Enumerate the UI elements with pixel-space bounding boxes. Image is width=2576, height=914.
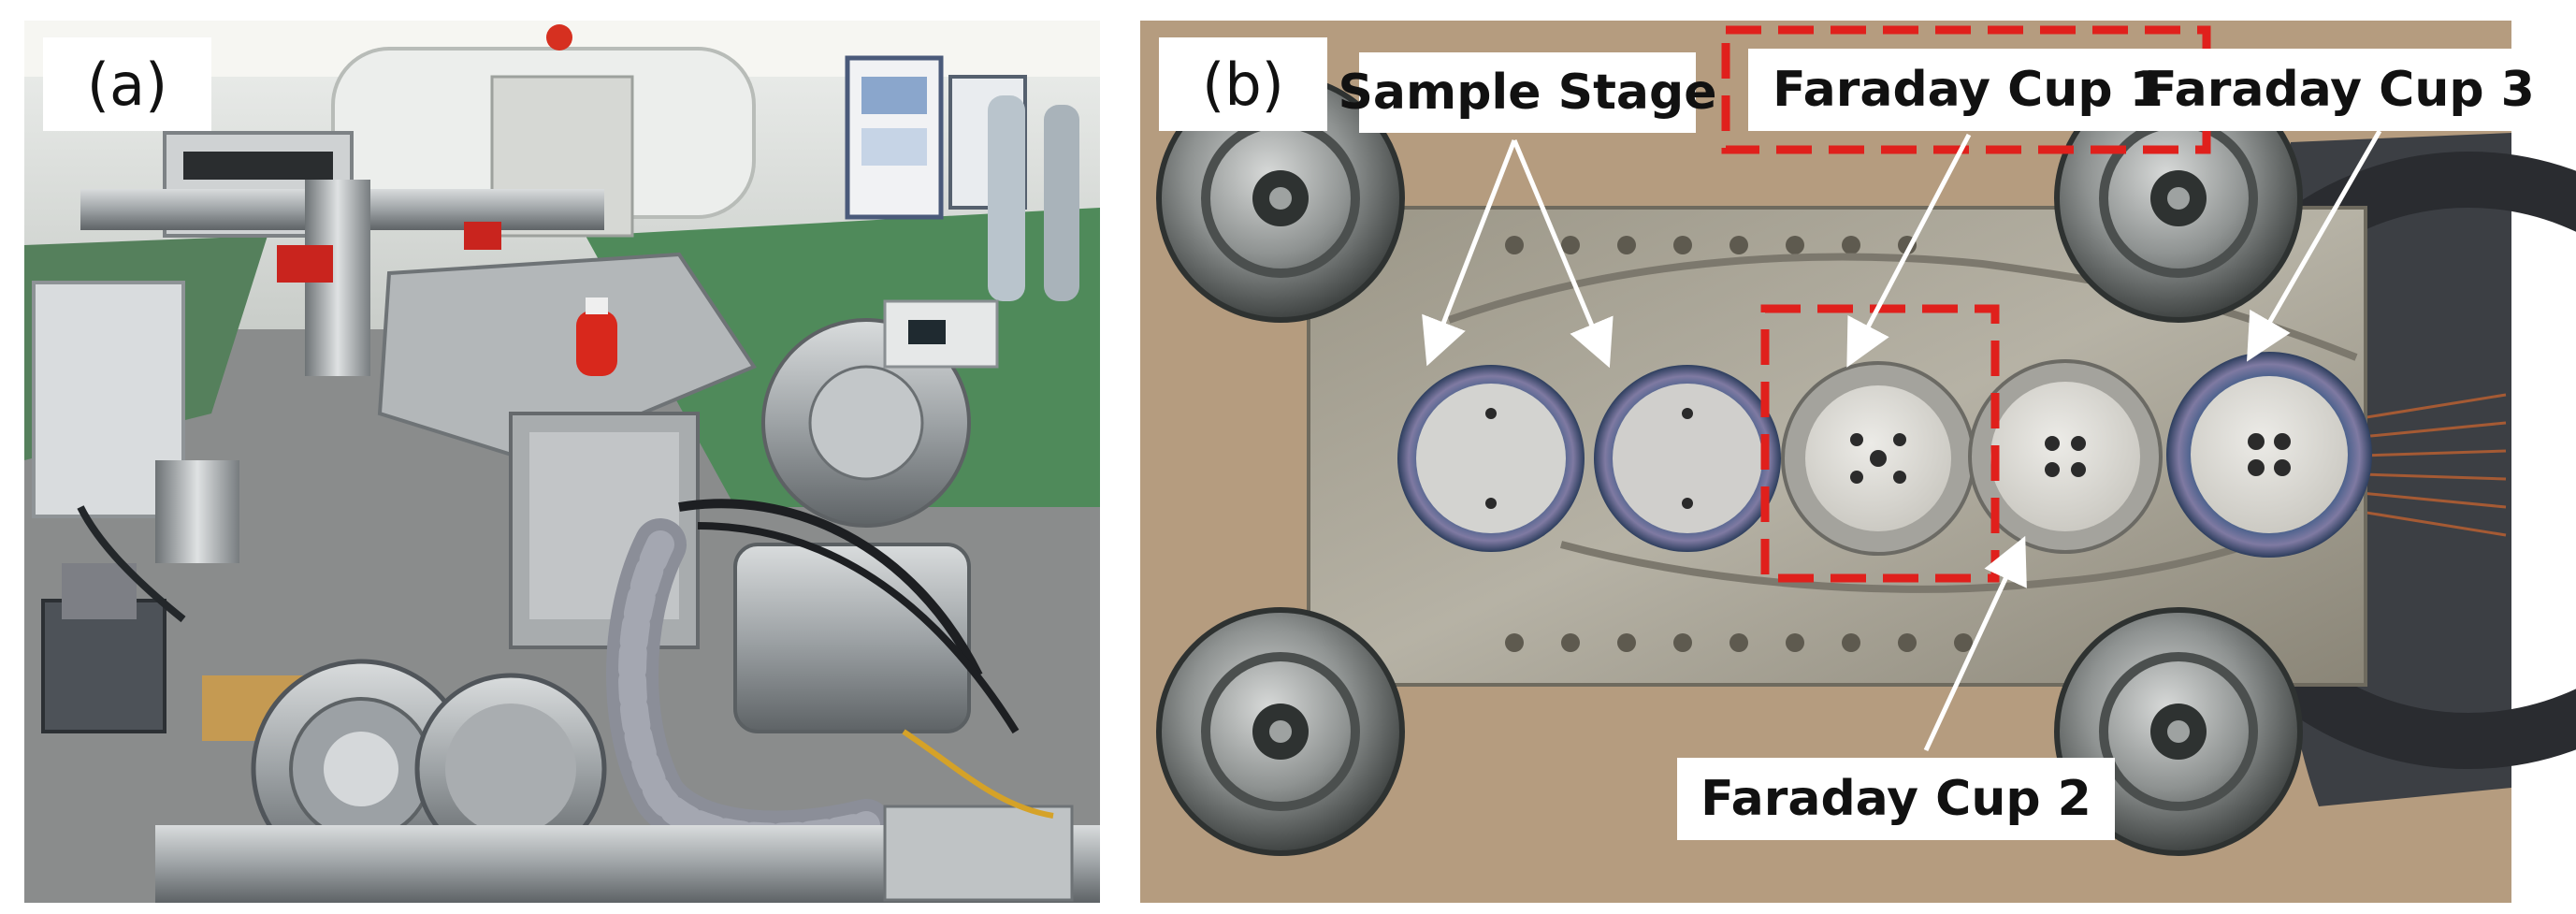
faraday-cup-2 <box>1968 359 2163 554</box>
arrow-faraday-cup-3 <box>2247 129 2382 362</box>
arrow-faraday-cup-1 <box>1846 133 1972 368</box>
sample-holder-photo <box>1140 21 2576 903</box>
sample-stage-1 <box>1397 365 1585 552</box>
panel-tag-b: (b) <box>1159 37 1327 131</box>
label-faraday-cup-2: Faraday Cup 2 <box>1677 758 2115 840</box>
label-faraday-cup-3: Faraday Cup 3 <box>2144 49 2535 131</box>
label-faraday-cup-1: Faraday Cup 1 <box>1748 49 2188 131</box>
arrow-faraday-cup-2 <box>1923 535 2027 752</box>
sample-stage-2 <box>1594 365 1781 552</box>
faraday-cup-1 <box>1781 361 1975 556</box>
photo-panel-b: (b) Sample Stage Faraday Cup 1 Faraday C… <box>1140 21 2576 903</box>
arrow-sample-stage-right <box>1512 139 1614 369</box>
arrow-sample-stage-left <box>1422 139 1517 367</box>
lab-equipment-photo <box>24 21 1100 903</box>
faraday-cup-3 <box>2166 352 2372 558</box>
label-sample-stage: Sample Stage <box>1338 52 1717 133</box>
panel-tag-a: (a) <box>43 37 211 131</box>
photo-panel-a: (a) <box>24 21 1100 903</box>
